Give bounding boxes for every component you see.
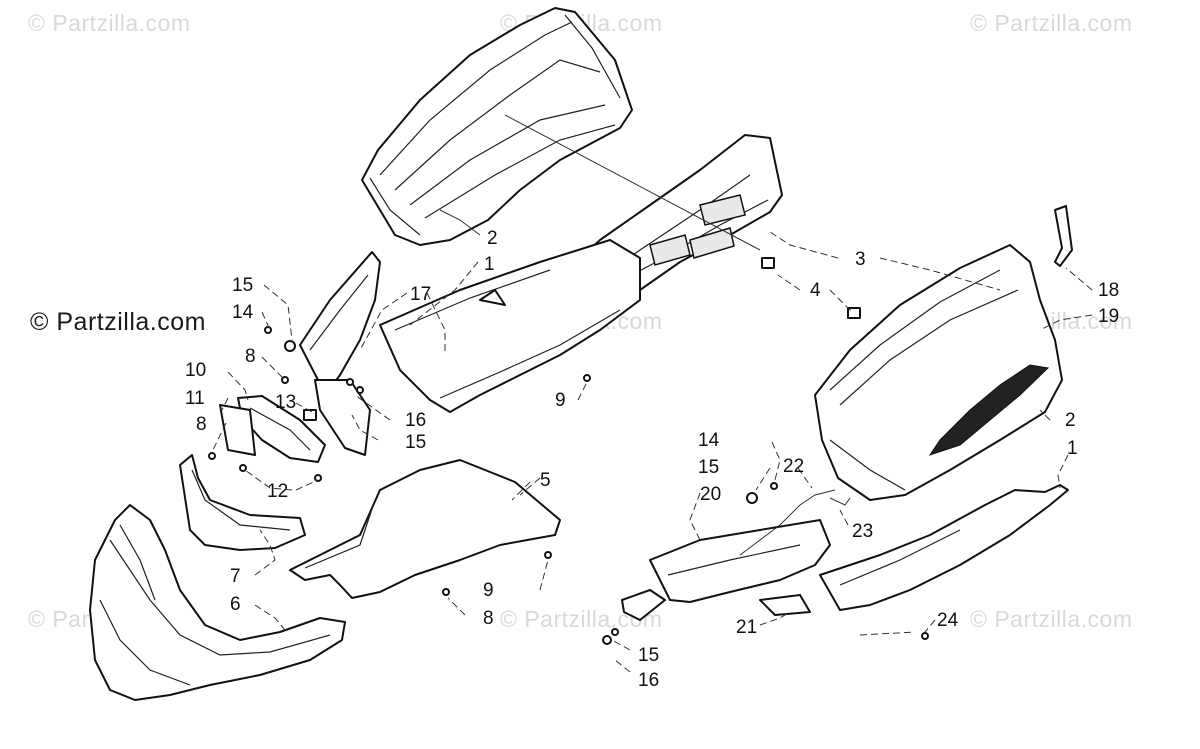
callout-15-left: 15 — [232, 275, 253, 296]
part-23-clip — [829, 497, 851, 506]
part-1-upper — [379, 239, 641, 413]
callout-3: 3 — [855, 249, 866, 270]
callout-21: 21 — [736, 617, 757, 638]
part-6-nose — [89, 504, 346, 701]
callout-2-right: 2 — [1065, 410, 1076, 431]
callout-9-lower: 9 — [483, 580, 494, 601]
watermark: © Partzilla.com — [28, 10, 191, 36]
callout-14-left: 14 — [232, 302, 254, 323]
callout-1-right: 1 — [1067, 438, 1078, 459]
callout-14-right: 14 — [698, 430, 720, 451]
callout-8-left: 8 — [245, 346, 256, 367]
callout-15-mid: 15 — [405, 432, 426, 453]
callout-24: 24 — [937, 610, 959, 631]
part-2-right — [814, 244, 1063, 501]
callout-10: 10 — [185, 360, 206, 381]
part-7-bracket — [179, 454, 306, 551]
callout-6: 6 — [230, 594, 241, 615]
watermark: © Partzilla.com — [970, 10, 1133, 36]
part-5-plate — [289, 459, 561, 599]
callout-12: 12 — [267, 481, 288, 502]
callout-1-upper: 1 — [484, 254, 495, 275]
hardware — [208, 257, 929, 645]
part-10-11-bracket — [219, 395, 326, 463]
part-1-lower-right — [819, 484, 1069, 611]
callouts: 2 1 3 4 17 18 19 15 14 8 10 11 13 8 16 1… — [185, 228, 1119, 691]
callout-8-lower: 8 — [483, 608, 494, 629]
callout-19: 19 — [1098, 306, 1119, 327]
part-18-clip — [1054, 205, 1073, 267]
callout-18: 18 — [1098, 280, 1119, 301]
part-17-side-panel — [299, 251, 381, 456]
callout-11: 11 — [185, 388, 205, 409]
watermark: © Partzilla.com — [970, 606, 1133, 632]
callout-16-bottom: 16 — [638, 670, 659, 691]
callout-15-bottom: 15 — [638, 645, 659, 666]
part-2-upper-left — [361, 7, 633, 246]
callout-4: 4 — [810, 280, 821, 301]
callout-15-right: 15 — [698, 457, 719, 478]
callout-16-left: 16 — [405, 410, 426, 431]
callout-5: 5 — [540, 470, 551, 491]
watermark-main: © Partzilla.com — [30, 308, 206, 336]
callout-2-upper: 2 — [487, 228, 498, 249]
callout-7: 7 — [230, 566, 241, 587]
leader-lines — [211, 114, 1093, 673]
callout-20: 20 — [700, 484, 721, 505]
callout-8-mid: 8 — [196, 414, 207, 435]
callout-23: 23 — [852, 521, 873, 542]
part-20-21-bracket — [621, 519, 831, 621]
callout-22: 22 — [783, 456, 804, 477]
part-22-rod — [739, 489, 836, 556]
callout-9-upper: 9 — [555, 390, 566, 411]
callout-13: 13 — [275, 392, 296, 413]
callout-17: 17 — [410, 284, 431, 305]
